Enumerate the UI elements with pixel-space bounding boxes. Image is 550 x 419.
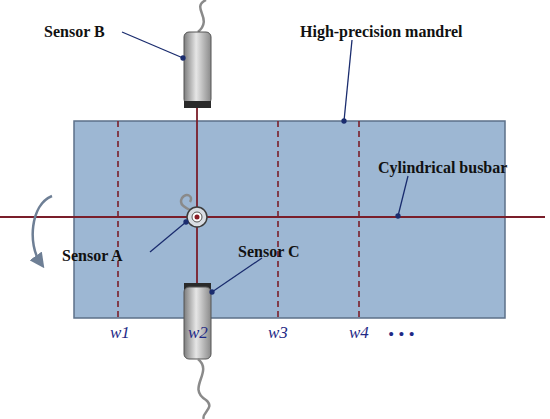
position-label: w4 [349,324,369,341]
mandrel-body [74,121,505,318]
position-label: w1 [110,324,130,341]
sensor-a [181,195,207,227]
position-label: w3 [268,324,288,341]
position-label: w2 [188,324,208,341]
part-label: High-precision mandrel [300,24,463,40]
leader-lines [122,32,408,294]
busbar-axis [0,216,545,218]
sensor-b [184,0,211,108]
sensor-axis [196,108,198,283]
ellipsis-label: • • • [388,326,414,343]
section-lines [118,121,359,318]
rotation-arrow [33,196,52,262]
part-label: Sensor A [62,248,123,264]
part-label: Sensor B [44,24,105,40]
part-label: Cylindrical busbar [378,160,507,176]
sensor-c [184,283,211,419]
part-label: Sensor C [238,244,300,260]
